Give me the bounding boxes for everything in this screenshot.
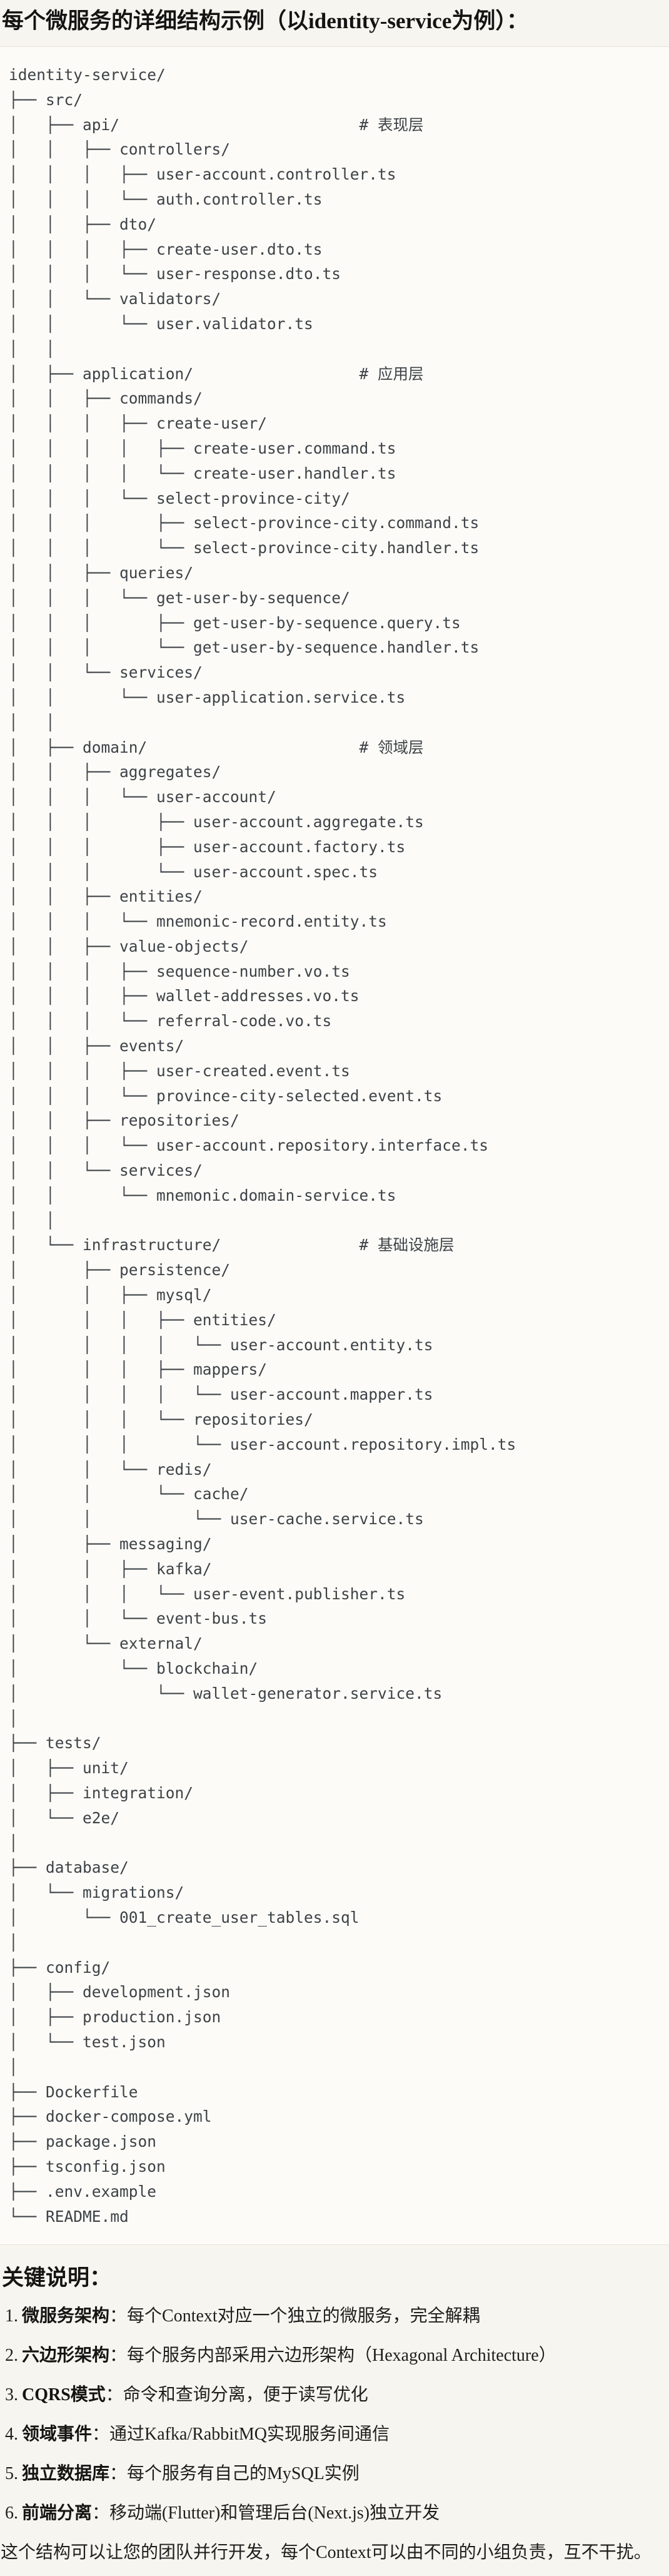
item-description: ：每个Context对应一个独立的微服务，完全解耦 xyxy=(109,2306,480,2326)
item-term: 独立数据库 xyxy=(22,2464,110,2484)
item-term: 微服务架构 xyxy=(22,2306,110,2326)
item-number: 1. xyxy=(5,2306,18,2326)
list-item: 1.微服务架构：每个Context对应一个独立的微服务，完全解耦 xyxy=(5,2305,669,2328)
item-number: 4. xyxy=(5,2425,18,2445)
document-page: 每个微服务的详细结构示例（以identity-service为例）： ident… xyxy=(0,8,669,2575)
list-item: 5.独立数据库：每个服务有自己的MySQL实例 xyxy=(5,2463,669,2485)
item-description: ：每个服务有自己的MySQL实例 xyxy=(109,2464,360,2484)
item-description: ：命令和查询分离，便于读写优化 xyxy=(105,2385,368,2405)
page-title: 每个微服务的详细结构示例（以identity-service为例）： xyxy=(2,9,528,33)
key-notes-heading: 关键说明： xyxy=(2,2266,112,2291)
closing-paragraph: 这个结构可以让您的团队并行开发，每个Context可以由不同的小组负责，互不干扰… xyxy=(1,2543,651,2563)
list-item: 3.CQRS模式：命令和查询分离，便于读写优化 xyxy=(5,2384,669,2406)
list-item: 2.六边形架构：每个服务内部采用六边形架构（Hexagonal Architec… xyxy=(5,2344,669,2367)
key-notes-list: 1.微服务架构：每个Context对应一个独立的微服务，完全解耦 2.六边形架构… xyxy=(0,2305,669,2525)
code-block: identity-service/ ├── src/ │ ├── api/ # … xyxy=(0,46,669,2246)
item-number: 3. xyxy=(5,2385,18,2405)
item-term: 六边形架构 xyxy=(22,2346,110,2366)
item-description: ：通过Kafka/RabbitMQ实现服务间通信 xyxy=(92,2425,390,2445)
directory-tree: identity-service/ ├── src/ │ ├── api/ # … xyxy=(9,66,516,2226)
item-number: 5. xyxy=(5,2464,18,2484)
item-term: 前端分离 xyxy=(22,2503,93,2523)
key-notes-section: 关键说明： 1.微服务架构：每个Context对应一个独立的微服务，完全解耦 2… xyxy=(0,2264,669,2575)
item-number: 6. xyxy=(5,2503,18,2523)
item-term: CQRS模式 xyxy=(22,2385,106,2405)
item-number: 2. xyxy=(5,2346,18,2366)
item-description: ：每个服务内部采用六边形架构（Hexagonal Architecture） xyxy=(109,2346,556,2366)
item-term: 领域事件 xyxy=(22,2425,93,2445)
list-item: 6.前端分离：移动端(Flutter)和管理后台(Next.js)独立开发 xyxy=(5,2502,669,2525)
item-description: ：移动端(Flutter)和管理后台(Next.js)独立开发 xyxy=(92,2503,440,2523)
list-item: 4.领域事件：通过Kafka/RabbitMQ实现服务间通信 xyxy=(5,2423,669,2446)
